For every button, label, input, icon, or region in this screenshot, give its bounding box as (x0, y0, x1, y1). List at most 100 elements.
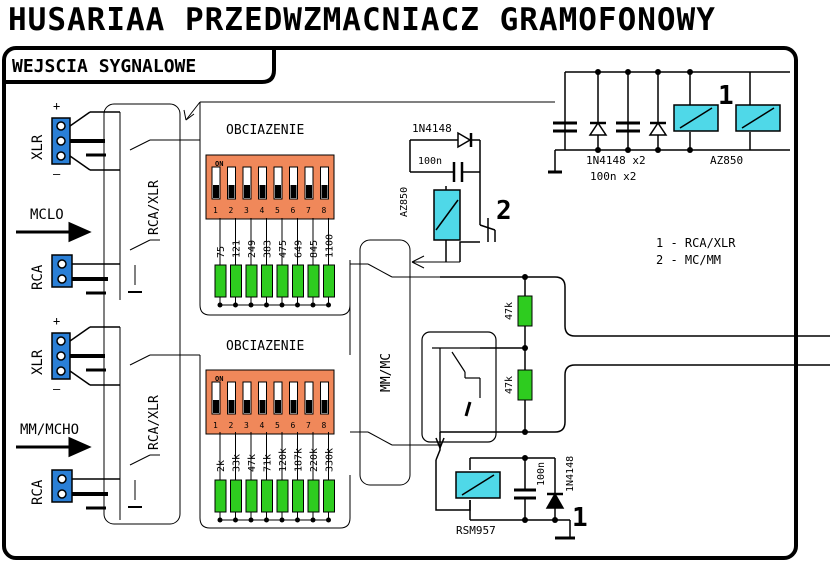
dip-number: 5 (275, 421, 280, 430)
resistor-value: 845 (309, 240, 320, 258)
dip-slot (320, 166, 329, 200)
dip-slot (289, 381, 298, 415)
minus-sign-top: – (53, 167, 61, 181)
plus-sign-bottom: + (53, 314, 60, 328)
resistor-value: 71k (263, 454, 274, 472)
dip-slot (258, 166, 267, 200)
top-number: 1 (718, 81, 734, 111)
rca-label-bottom: RCA (30, 479, 46, 505)
dip-slot (273, 381, 283, 415)
mm-mc-label: MM/MC (379, 353, 394, 392)
mm-mc-switch (350, 239, 440, 486)
xlr-label-top: XLR (30, 134, 46, 160)
dip-knob (213, 400, 219, 413)
dip-slot (258, 381, 267, 415)
rca-xlr-label-bottom: RCA/XLR (147, 395, 162, 450)
dip-slot (227, 381, 236, 415)
resistor (214, 264, 227, 298)
relay-2-label: AZ850 (399, 187, 410, 217)
legend-2: 2 - MC/MM (656, 253, 721, 267)
mm-mcho-label: MM/MCHO (20, 422, 79, 438)
resistor-value: 47k (247, 454, 258, 472)
plus-sign-top: + (53, 99, 60, 113)
dip-knob (259, 400, 266, 413)
output-resistor-1-label: 47k (504, 302, 515, 320)
resistor-value: 120k (278, 448, 289, 472)
dip-number: 4 (260, 421, 265, 430)
mm-mcho-arrow (16, 436, 92, 458)
resistor-value: 2k (216, 460, 227, 472)
dip-number: 7 (306, 206, 311, 215)
top-relay-label: AZ850 (710, 154, 743, 167)
rca-label-top: RCA (30, 264, 46, 290)
resistor-value: 187k (294, 448, 305, 472)
bottom-cap-label: 100n (536, 462, 547, 486)
bottom-relay-group (435, 437, 575, 540)
resistor (261, 479, 273, 513)
dip-knob (290, 400, 297, 413)
rca-xlr-switch (103, 102, 201, 525)
section-label-box (4, 48, 276, 84)
resistor-value: 33k (232, 454, 243, 472)
resistor (230, 264, 242, 298)
rca-connector-top (51, 254, 120, 295)
dip-on-top: ON (215, 160, 223, 168)
dip-number: 7 (306, 421, 311, 430)
dip-switch-top (205, 154, 335, 220)
resistor (230, 479, 242, 513)
relay-2-diode-label: 1N4148 (412, 122, 452, 135)
resistor-value: 475 (278, 240, 289, 258)
resistor (323, 479, 335, 513)
dip-knob (275, 400, 281, 413)
xlr-label-bottom: XLR (30, 349, 46, 375)
resistor-value: 121 (232, 240, 243, 258)
output-resistor-2 (517, 369, 533, 401)
dip-label-top: OBCIAZENIE (226, 123, 304, 138)
output-resistor-2-label: 47k (504, 376, 515, 394)
dip-slot (304, 381, 314, 415)
dip-knob (244, 400, 250, 413)
bottom-relay-label: RSM957 (456, 524, 496, 537)
dip-knob (275, 185, 281, 198)
resistor (261, 264, 273, 298)
dip-knob (259, 185, 266, 198)
mute-switch (421, 331, 497, 443)
resistor (307, 264, 320, 298)
outer-frame (2, 46, 798, 560)
rca-xlr-label-top: RCA/XLR (147, 180, 162, 235)
resistor (292, 479, 304, 513)
dip-slot (227, 166, 236, 200)
resistor-bus-frames (199, 140, 351, 529)
resistor-value: 330k (325, 448, 336, 472)
output-resistor-1 (517, 295, 533, 327)
resistor-value: 383 (263, 240, 274, 258)
mclo-label: MCLO (30, 207, 64, 223)
dip-knob (244, 185, 250, 198)
dip-slot (211, 166, 221, 200)
mclo-arrow (16, 221, 92, 243)
dip-knob (306, 400, 312, 413)
section-label: WEJSCIA SYGNALOWE (12, 56, 196, 77)
top-relay-block (548, 71, 790, 174)
relay-2-group (409, 131, 496, 262)
top-note-1: 1N4148 x2 (586, 154, 646, 167)
dip-label-bottom: OBCIAZENIE (226, 339, 304, 354)
dip-number: 8 (322, 421, 327, 430)
dip-slot (242, 166, 252, 200)
dip-on-bottom: ON (215, 375, 223, 383)
xlr-connector-top (51, 111, 120, 171)
bottom-diode-label: 1N4148 (565, 456, 576, 492)
dip-knob (228, 400, 235, 413)
resistor (323, 264, 335, 298)
dip-slot (304, 166, 314, 200)
control-arrow-2 (411, 255, 460, 269)
dip-number: 6 (291, 206, 296, 215)
relay-2-number: 2 (496, 196, 512, 226)
bottom-number: 1 (572, 503, 588, 533)
dip-number: 3 (244, 421, 249, 430)
dip-switch-bottom (205, 369, 335, 435)
dip-knob (306, 185, 312, 198)
